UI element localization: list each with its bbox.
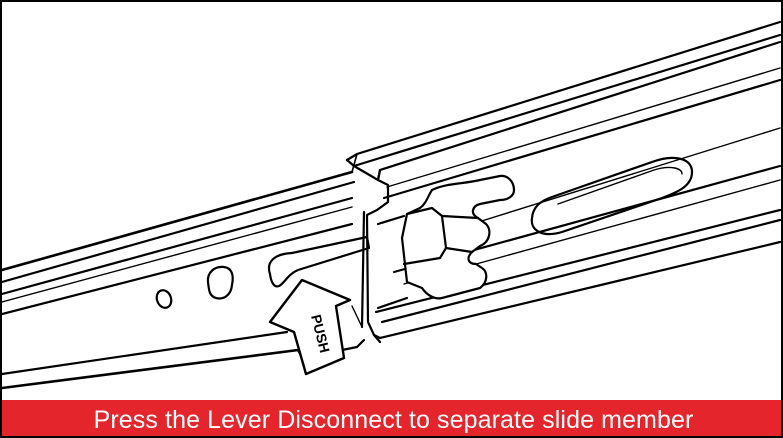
push-arrow <box>268 278 352 376</box>
caption-bar: Press the Lever Disconnect to separate s… <box>2 400 781 436</box>
oval-hole <box>206 265 234 300</box>
outer-slot <box>530 156 694 236</box>
lever-disconnect <box>376 174 516 310</box>
round-hole <box>155 289 173 309</box>
lever-slot <box>267 235 371 288</box>
outer-slide-member <box>345 20 781 344</box>
inner-slide-member <box>2 170 366 390</box>
caption-text: Press the Lever Disconnect to separate s… <box>93 405 694 434</box>
slide-rail-illustration: PUSH <box>2 20 781 390</box>
